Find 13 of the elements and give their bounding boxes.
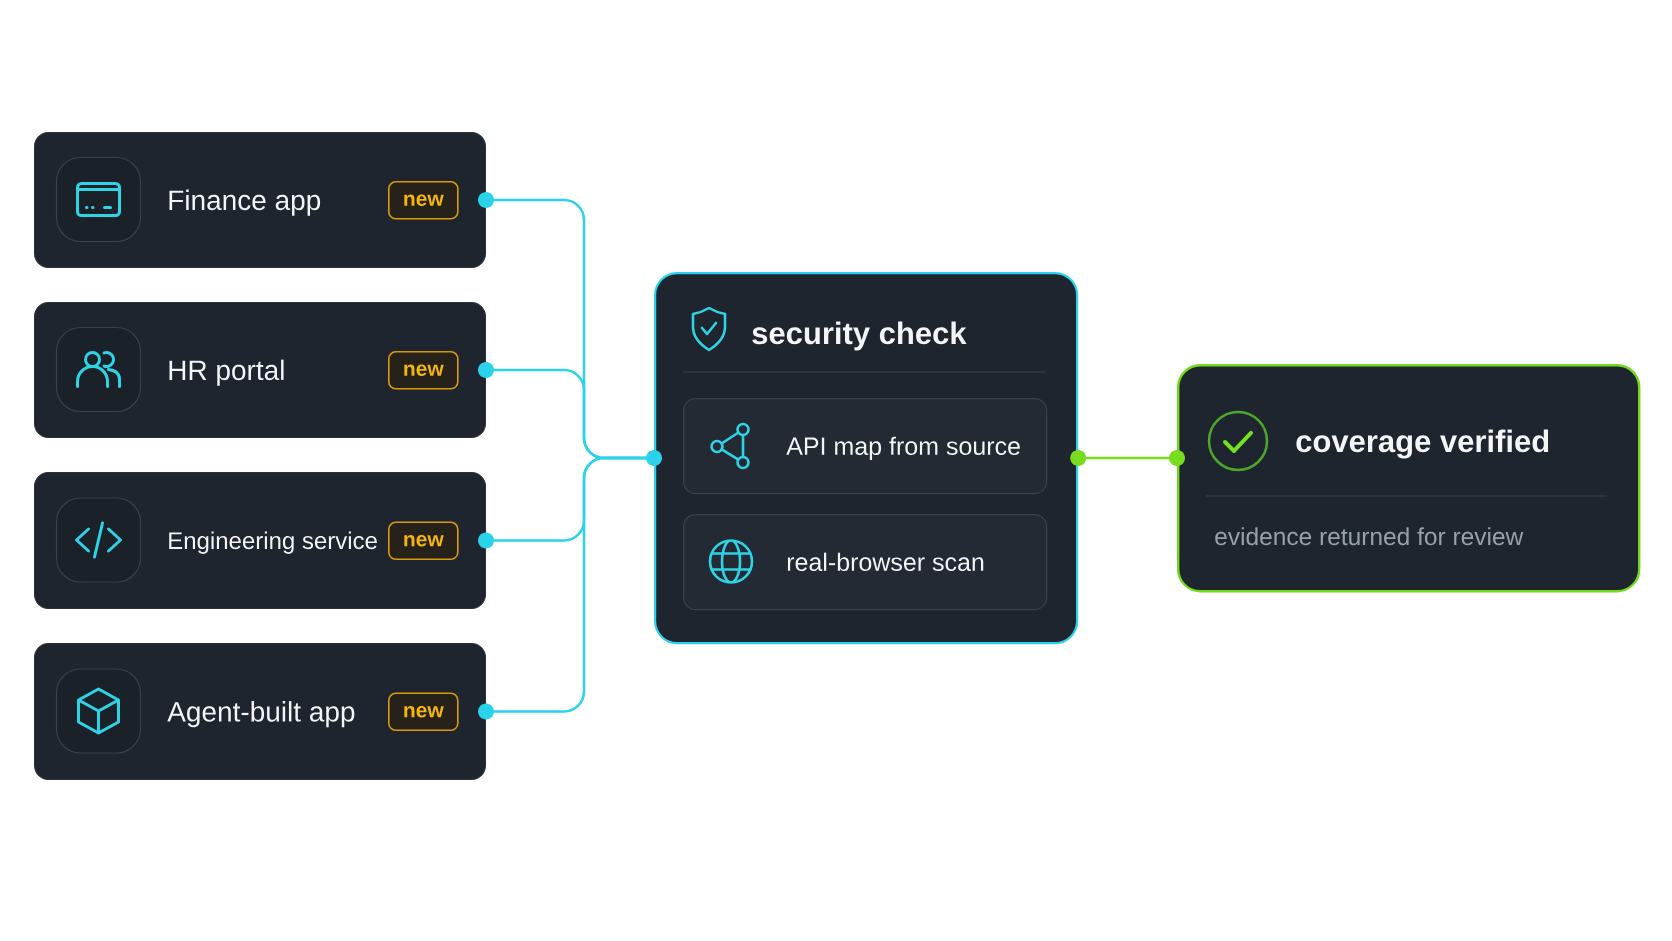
card-title: HR portal (169, 359, 284, 386)
tag-badge: new (388, 351, 459, 390)
panel-title: security check (752, 321, 967, 351)
card-subtitle: evidence returned for review (1215, 527, 1524, 546)
tag-badge: new (388, 181, 459, 220)
card-title: Finance app (169, 189, 321, 216)
step-label: real-browser scan (787, 552, 984, 572)
card-title: coverage verified (1296, 429, 1549, 459)
step-label: API map from source (786, 436, 1020, 460)
tag-badge: new (388, 692, 459, 732)
tag-badge: new (388, 521, 459, 561)
card-title: Agent-built app (167, 701, 355, 728)
card-title: Engineering service (169, 531, 377, 554)
